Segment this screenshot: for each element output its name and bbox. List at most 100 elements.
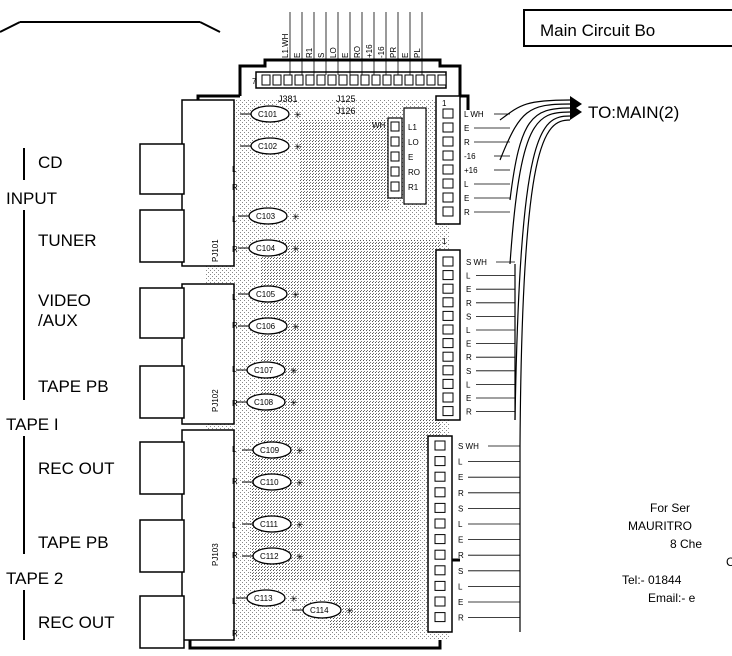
c1-pin <box>442 206 454 217</box>
destination-label: TO:MAIN(2) <box>588 103 679 122</box>
c1-pin <box>442 122 454 133</box>
label-tape2: TAPE 2 <box>6 569 63 588</box>
capacitor-label: C109 <box>260 446 280 455</box>
c3-pin <box>434 549 446 560</box>
top-pin-label: S <box>317 53 326 58</box>
c1-pin <box>442 192 454 203</box>
c2-pin <box>442 270 454 281</box>
jack-l-label: L <box>232 165 237 174</box>
polarity-mark: ✳ <box>296 446 304 456</box>
top-pin-14 <box>404 74 414 86</box>
j125-pin-label: E <box>408 153 413 162</box>
jack-r-label: R <box>232 629 238 638</box>
top-pin-12 <box>382 74 392 86</box>
wire-bundle <box>499 96 582 632</box>
c3-pin-label: R <box>458 551 464 560</box>
c1-pin <box>442 164 454 175</box>
c3-pin-label: R <box>458 489 464 498</box>
label-cd: CD <box>38 153 63 172</box>
c3-pin <box>434 565 446 576</box>
polarity-mark: ✳ <box>294 110 302 120</box>
top-pin-label: PR <box>389 47 398 58</box>
c3-pin <box>434 440 446 451</box>
capacitor-label: C110 <box>260 478 279 487</box>
j126-label: J126 <box>336 106 356 116</box>
c1-pin-label: L <box>464 180 469 189</box>
c2-pin <box>442 338 454 349</box>
j125-pin <box>390 136 400 147</box>
capacitor-label: C114 <box>310 606 329 615</box>
capacitor-label: C111 <box>260 520 278 529</box>
c2-pin <box>442 378 454 389</box>
polarity-mark: ✳ <box>292 244 300 254</box>
j125-pin-label: RO <box>408 168 420 177</box>
pin-7-label: 7 <box>252 77 257 86</box>
c1-pin-label: E <box>464 124 469 133</box>
polarity-mark: ✳ <box>290 366 298 376</box>
c1-pin-label: R <box>464 138 470 147</box>
c1-pin <box>442 108 454 119</box>
service-line4: C <box>726 555 732 569</box>
j381-label: J381 <box>278 94 298 104</box>
c2-pin <box>442 351 454 362</box>
page-title: Main Circuit Bo <box>540 21 655 40</box>
capacitor-label: C104 <box>256 244 276 253</box>
top-pin-10 <box>360 74 370 86</box>
polarity-mark: ✳ <box>292 290 300 300</box>
c3-pin-label: E <box>458 536 463 545</box>
c1-pin-label: E <box>464 194 469 203</box>
capacitor-label: C102 <box>258 142 278 151</box>
pj103-label: PJ103 <box>211 543 220 566</box>
label-tape1-pb: TAPE PB <box>38 377 109 396</box>
jack-r-label: R <box>232 399 238 408</box>
c2-pin-label: E <box>466 285 471 294</box>
c3-pin <box>434 534 446 545</box>
j125-label: J125 <box>336 94 356 104</box>
c3-pin-label: E <box>458 598 463 607</box>
c2-pin <box>442 365 454 376</box>
c3-pin <box>434 487 446 498</box>
top-pin-13 <box>393 74 403 86</box>
j125-pin-label: R1 <box>408 183 419 192</box>
pj102-label: PJ102 <box>211 389 220 412</box>
c2-pin-label: L <box>466 380 471 389</box>
jack-l-label: L <box>232 521 237 530</box>
j125-pin <box>390 121 400 132</box>
jack-housings <box>139 99 235 649</box>
label-input: INPUT <box>6 189 57 208</box>
capacitor-group: C101✳C102✳C103✳C104✳C105✳C106✳C107✳C108✳… <box>236 105 354 619</box>
c3-pin-label: S WH <box>458 442 479 451</box>
c1-pin <box>442 150 454 161</box>
top-pin-label: L1.WH <box>281 33 290 58</box>
top-pin-11 <box>371 74 381 86</box>
c2-pin <box>442 406 454 417</box>
jack-l-label: L <box>232 293 237 302</box>
polarity-mark: ✳ <box>292 212 300 222</box>
c2-pin <box>442 310 454 321</box>
j125-pin-label: L1 <box>408 123 417 132</box>
top-pin-17 <box>437 74 447 86</box>
jack-r-label: R <box>232 245 238 254</box>
c2-pin-label: E <box>466 340 471 349</box>
top-pin-label: E <box>341 53 350 58</box>
c3-pin-label: L <box>458 520 463 529</box>
top-pin-9 <box>349 74 359 86</box>
label-tape2-pb: TAPE PB <box>38 533 109 552</box>
top-pin-5 <box>305 74 315 86</box>
polarity-mark: ✳ <box>294 142 302 152</box>
c3-pin <box>434 518 446 529</box>
top-pin-label: E <box>293 53 302 58</box>
service-line5: Tel:- 01844 <box>622 573 682 587</box>
polarity-mark: ✳ <box>292 322 300 332</box>
input-labels: CD INPUT TUNER VIDEO /AUX TAPE PB TAPE I… <box>6 148 115 640</box>
c2-pin-label: S <box>466 312 471 321</box>
c3-pin <box>434 612 446 623</box>
jack-l-label: L <box>232 215 237 224</box>
label-tape1-rec: REC OUT <box>38 459 115 478</box>
jack-l-label: L <box>232 365 237 374</box>
capacitor-label: C106 <box>256 322 276 331</box>
